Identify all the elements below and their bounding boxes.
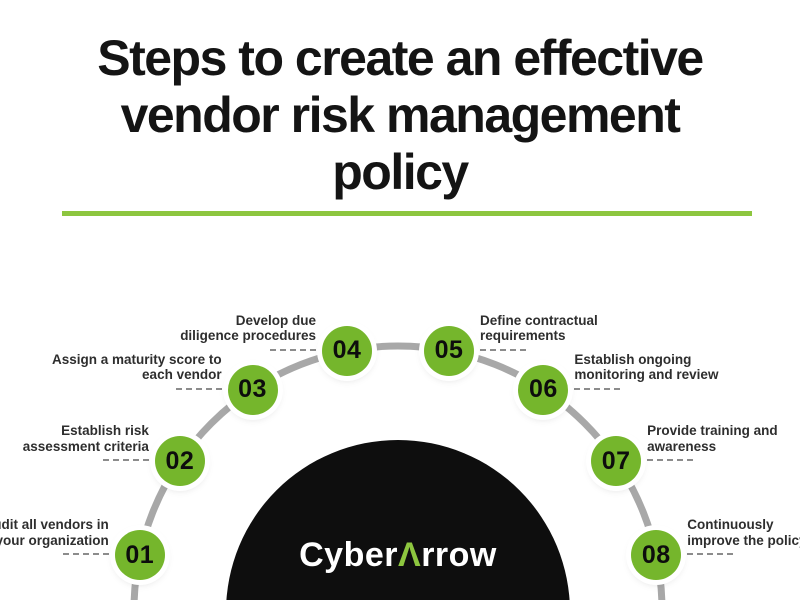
step-label-line: Establish ongoing [574,351,692,367]
step-circle: 04 [321,325,372,376]
step-number: 02 [165,446,195,475]
dashed-underline [480,348,527,351]
step-label-line: awareness [647,438,717,454]
step-circle: 07 [591,436,642,487]
step-number: 06 [529,375,558,404]
step-label-line: Continuously [687,517,774,533]
logo-arrow-icon: Λ [398,536,422,574]
page-title: Steps to create an effective vendor risk… [0,30,800,201]
logo-text-suffix: rrow [421,536,497,574]
step-label-line: diligence procedures [180,328,316,344]
step-circle: 01 [114,530,165,581]
dashed-underline [574,387,621,390]
step-label-line: each vendor [142,367,222,383]
dashed-underline [647,459,694,462]
step-circle: 02 [154,436,205,487]
step-circle: 05 [424,325,475,376]
step-number: 05 [434,336,464,365]
step-label-line: assessment criteria [22,438,149,454]
title-line-2: vendor risk management [120,87,681,143]
step-label-line: Establish risk [61,423,149,439]
dashed-underline [102,459,149,462]
title-line-3: policy [332,144,469,200]
step-label-line: Develop due [235,312,316,328]
step-number: 08 [641,540,671,569]
step-circle: 08 [631,530,682,581]
cyberarrow-logo: CyberΛrrow [0,536,796,575]
title-underline [62,211,752,216]
step-label-line: monitoring and review [574,367,719,383]
step-label-line: Audit all vendors in [0,517,109,533]
dashed-underline [62,553,109,556]
step-label-line: Provide training and [647,423,778,439]
step-label-line: Define contractual [480,312,598,328]
step-number: 04 [332,336,362,365]
step-label-line: Assign a maturity score to [52,351,222,367]
dashed-underline [175,387,222,390]
step-circle: 03 [227,364,278,415]
title-line-1: Steps to create an effective [97,30,704,86]
step-number: 03 [238,375,267,404]
step-number: 01 [125,540,155,569]
step-label-line: your organization [0,532,109,548]
step-number: 07 [601,446,631,475]
dashed-underline [269,348,316,351]
dashed-underline [687,553,734,556]
step-label-line: improve the policy [687,532,800,548]
step-circle: 06 [518,364,569,415]
step-label-line: requirements [480,328,566,344]
logo-text-prefix: Cyber [299,536,398,574]
